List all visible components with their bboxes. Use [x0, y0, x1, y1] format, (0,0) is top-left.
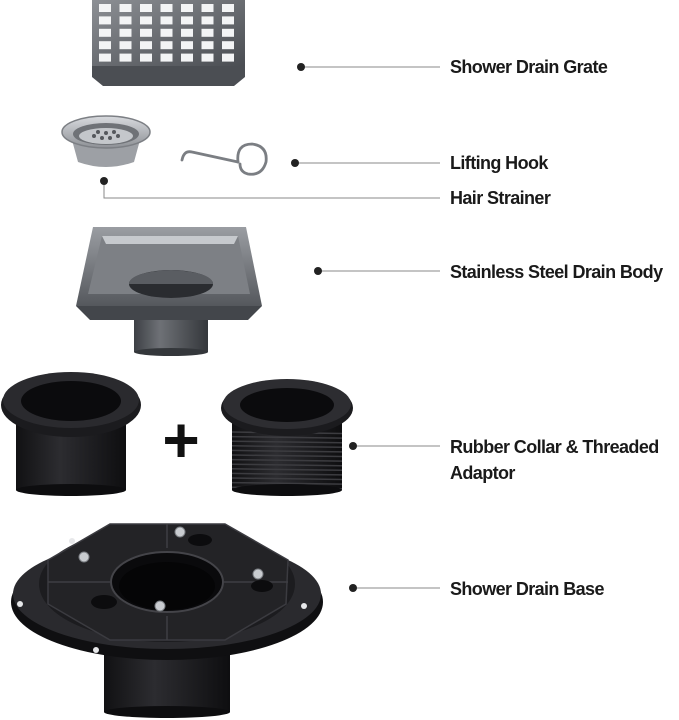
hair-strainer-illustration — [61, 115, 151, 167]
grate-hole — [160, 16, 173, 25]
shower-drain-grate-illustration — [92, 0, 245, 86]
grate-holes — [99, 4, 234, 62]
base-leader-dot — [349, 584, 357, 592]
grate-hole — [181, 53, 193, 62]
grate-hole — [140, 4, 152, 12]
grate-hole — [160, 28, 173, 37]
grate-hole — [160, 4, 173, 12]
collar-adaptor-label-line1: Rubber Collar & Threaded — [450, 437, 659, 457]
grate-hole — [201, 16, 214, 25]
grate-hole — [181, 4, 193, 12]
grate-hole — [140, 28, 152, 37]
collar-adaptor-label-line2: Adaptor — [450, 463, 515, 483]
drain-body-illustration — [76, 227, 262, 356]
grate-hole — [222, 28, 234, 37]
grate-hole — [222, 16, 234, 25]
hair-strainer-label: Hair Strainer — [450, 188, 551, 208]
grate-hole — [99, 53, 111, 62]
thread-line — [231, 463, 343, 467]
thread-line — [231, 468, 343, 472]
grate-hole — [140, 41, 152, 50]
thread-line — [231, 435, 343, 439]
shower-drain-base-illustration — [11, 523, 323, 718]
grate-hole — [201, 4, 214, 12]
grate-hole — [119, 4, 132, 12]
grate-hole — [222, 4, 234, 12]
collar-adaptor-label: Rubber Collar & Threaded Adaptor — [450, 434, 659, 486]
thread-line — [231, 481, 343, 485]
grate-hole — [160, 53, 173, 62]
grate-hole — [119, 28, 132, 37]
grate-hole — [99, 4, 111, 12]
grate-hole — [181, 16, 193, 25]
grate-hole — [99, 28, 111, 37]
lifting-hook-illustration — [180, 142, 268, 176]
threaded-adaptor-illustration — [221, 379, 353, 496]
grate-hole — [181, 41, 193, 50]
thread-line — [231, 477, 343, 481]
thread-line — [231, 440, 343, 444]
collar-leader-dot — [349, 442, 357, 450]
grate-hole — [181, 28, 193, 37]
rubber-collar-illustration — [1, 372, 141, 496]
grate-hole — [119, 41, 132, 50]
body-leader-dot — [314, 267, 322, 275]
grate-leader-dot — [297, 63, 305, 71]
hook-leader-dot — [291, 159, 299, 167]
grate-hole — [201, 28, 214, 37]
plus-symbol: + — [162, 404, 199, 476]
shower-drain-grate-label: Shower Drain Grate — [450, 57, 608, 77]
grate-hole — [99, 41, 111, 50]
grate-hole — [201, 53, 214, 62]
grate-hole — [160, 41, 173, 50]
thread-line — [231, 449, 343, 453]
grate-hole — [140, 53, 152, 62]
drain-body-label: Stainless Steel Drain Body — [450, 262, 663, 282]
grate-hole — [222, 41, 234, 50]
grate-hole — [99, 16, 111, 25]
thread-line — [231, 458, 343, 462]
strainer-leader-line — [103, 181, 440, 199]
grate-hole — [140, 16, 152, 25]
thread-line — [231, 472, 343, 476]
thread-line — [231, 445, 343, 449]
strainer-leader-dot — [100, 177, 108, 185]
grate-hole — [222, 53, 234, 62]
grate-hole — [201, 41, 214, 50]
lifting-hook-label: Lifting Hook — [450, 153, 548, 173]
grate-hole — [119, 16, 132, 25]
thread-line — [231, 454, 343, 458]
grate-hole — [119, 53, 132, 62]
shower-drain-base-label: Shower Drain Base — [450, 579, 604, 599]
